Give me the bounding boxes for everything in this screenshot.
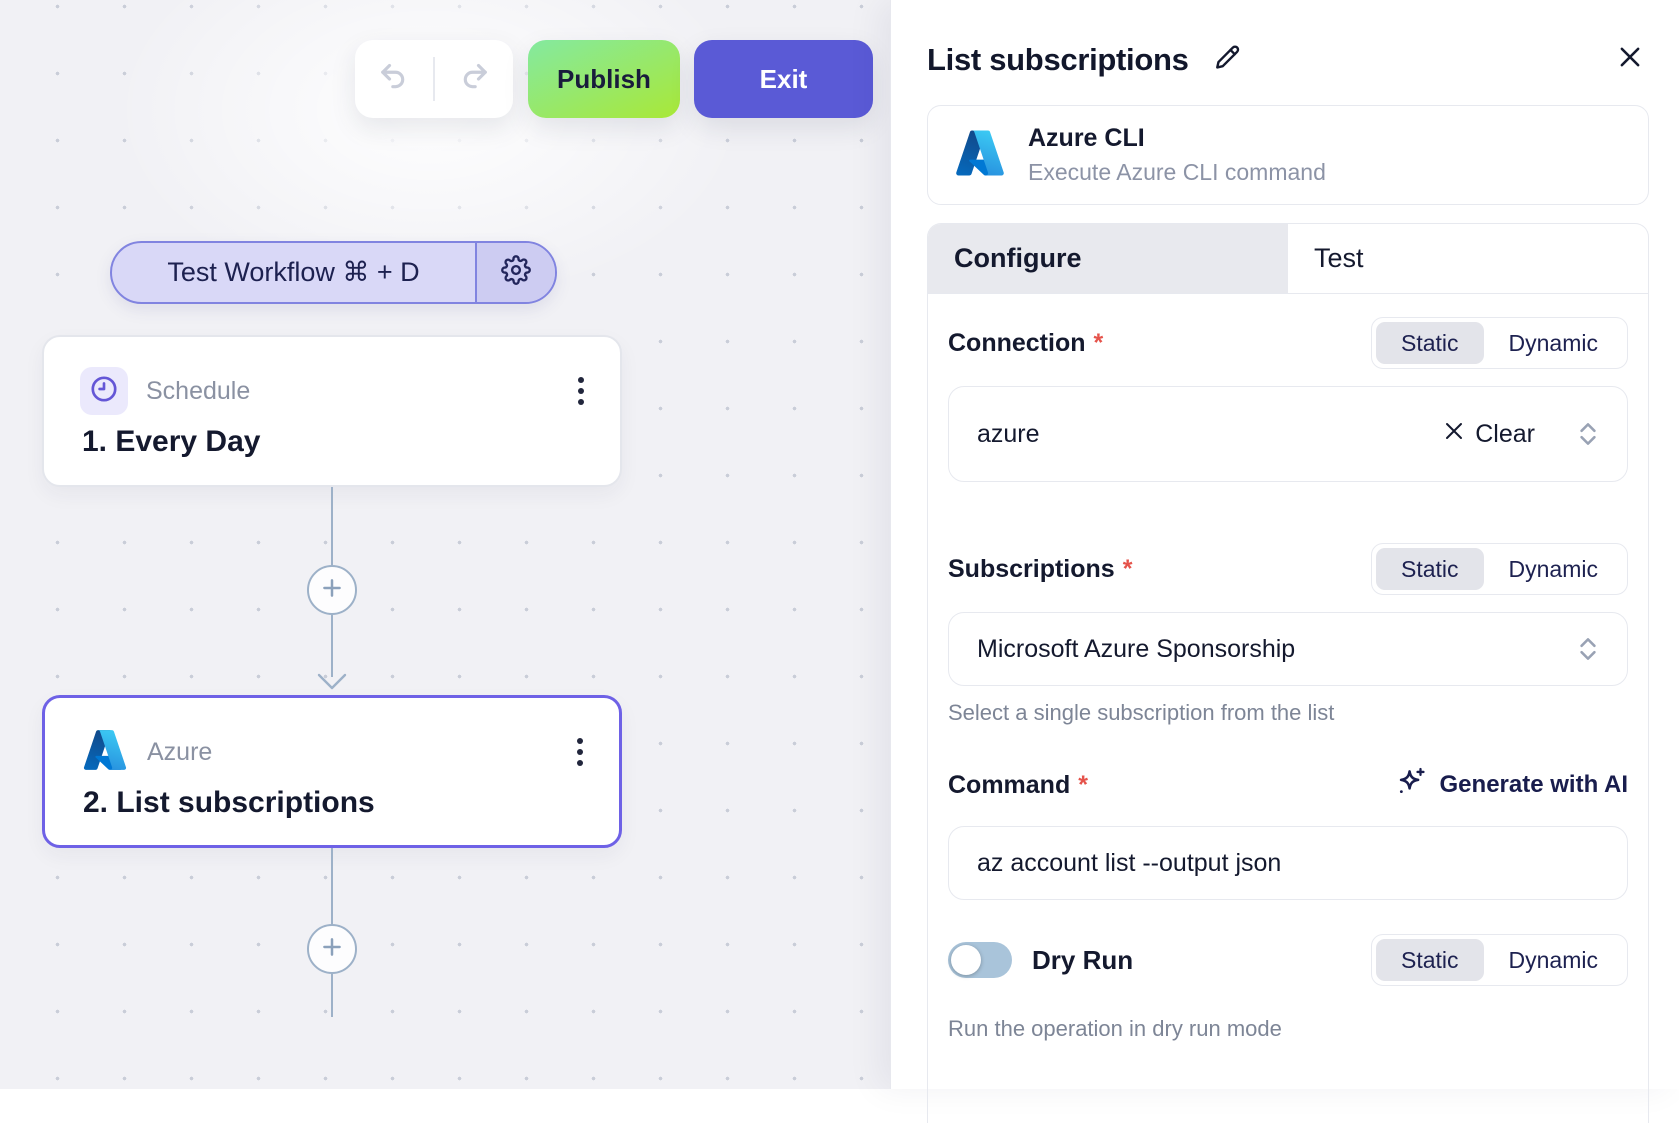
history-controls [355, 40, 513, 118]
plus-icon [319, 575, 345, 606]
configure-form: Connection* Static Dynamic azure Clear [928, 317, 1648, 1042]
app-name: Azure CLI [1028, 124, 1145, 152]
publish-button[interactable]: Publish [528, 40, 680, 118]
sparkle-icon [1394, 765, 1428, 806]
node-menu-button[interactable] [571, 732, 589, 772]
undo-button[interactable] [355, 40, 433, 118]
subscriptions-mode-toggle: Static Dynamic [1371, 543, 1628, 595]
dry-run-toggle[interactable] [948, 942, 1012, 978]
app-info-card: Azure CLI Execute Azure CLI command [927, 105, 1649, 205]
toggle-knob [951, 945, 981, 975]
subscriptions-label: Subscriptions* [948, 554, 1133, 583]
panel-header: List subscriptions [927, 38, 1649, 81]
undo-icon [376, 58, 412, 101]
command-label: Command* [948, 770, 1088, 799]
subscriptions-select[interactable]: Microsoft Azure Sponsorship [948, 612, 1628, 686]
redo-button[interactable] [435, 40, 513, 118]
required-asterisk: * [1093, 328, 1104, 357]
command-input[interactable]: az account list --output json [948, 826, 1628, 900]
close-panel-button[interactable] [1611, 38, 1649, 81]
close-icon [1615, 42, 1645, 77]
dry-run-label: Dry Run [1032, 944, 1134, 975]
chevron-up-down-icon[interactable] [1577, 419, 1599, 449]
add-step-button[interactable] [307, 565, 357, 615]
clock-icon [88, 373, 120, 410]
exit-button[interactable]: Exit [694, 40, 873, 118]
workflow-settings-button[interactable] [475, 243, 555, 302]
dry-run-static-option[interactable]: Static [1376, 939, 1484, 981]
connection-label: Connection* [948, 328, 1104, 357]
tab-bar: Configure Test [928, 224, 1648, 294]
connection-static-option[interactable]: Static [1376, 322, 1484, 364]
node-list-subscriptions[interactable]: Azure 2. List subscriptions [42, 695, 622, 848]
connector-line [331, 487, 333, 566]
dry-run-dynamic-option[interactable]: Dynamic [1508, 946, 1598, 973]
pencil-icon [1211, 41, 1243, 78]
connection-dynamic-option[interactable]: Dynamic [1508, 329, 1598, 356]
generate-with-ai-button[interactable]: Generate with AI [1394, 765, 1628, 806]
arrow-down-icon [315, 672, 349, 697]
azure-logo-icon [954, 127, 1006, 184]
connector-line [331, 615, 333, 677]
subscriptions-value: Microsoft Azure Sponsorship [977, 634, 1296, 663]
subscriptions-helper-text: Select a single subscription from the li… [948, 700, 1335, 725]
node-menu-button[interactable] [572, 371, 590, 411]
app-description: Execute Azure CLI command [1028, 159, 1326, 185]
connection-select[interactable]: azure Clear [948, 386, 1628, 482]
workflow-canvas[interactable]: Publish Exit Test Workflow ⌘ + D Schedul… [0, 0, 890, 1089]
gear-icon [501, 255, 531, 290]
node-app-name: Azure [147, 738, 213, 766]
clear-x-icon [1442, 419, 1466, 450]
test-workflow-button[interactable]: Test Workflow ⌘ + D [167, 257, 420, 287]
connector-line [331, 848, 333, 925]
connection-mode-toggle: Static Dynamic [1371, 317, 1628, 369]
clear-connection-button[interactable]: Clear [1442, 419, 1535, 450]
chevron-up-down-icon[interactable] [1577, 634, 1599, 664]
add-step-button[interactable] [307, 924, 357, 974]
panel-title: List subscriptions [927, 41, 1189, 77]
subscriptions-static-option[interactable]: Static [1376, 548, 1484, 590]
required-asterisk: * [1078, 770, 1088, 799]
node-title: 1. Every Day [82, 425, 261, 458]
subscriptions-dynamic-option[interactable]: Dynamic [1508, 555, 1598, 582]
node-title: 2. List subscriptions [83, 786, 375, 819]
azure-logo-icon [82, 727, 128, 778]
config-card: Configure Test Connection* Static Dynami… [927, 223, 1649, 1123]
azure-icon-box [81, 728, 129, 776]
connector-line [331, 974, 333, 1017]
connection-value: azure [977, 419, 1040, 448]
required-asterisk: * [1122, 554, 1133, 583]
divider [433, 57, 435, 101]
node-schedule[interactable]: Schedule 1. Every Day [42, 335, 622, 487]
redo-icon [456, 58, 492, 101]
tab-test[interactable]: Test [1314, 243, 1364, 273]
rename-step-button[interactable] [1211, 41, 1243, 78]
tab-configure[interactable]: Configure [928, 224, 1288, 293]
plus-icon [319, 934, 345, 965]
dry-run-helper-text: Run the operation in dry run mode [948, 1016, 1282, 1041]
node-app-name: Schedule [146, 377, 251, 405]
schedule-icon-box [80, 367, 128, 415]
command-value: az account list --output json [977, 848, 1282, 877]
step-config-panel: List subscriptions Azur [890, 0, 1679, 1123]
test-workflow-control: Test Workflow ⌘ + D [110, 241, 557, 304]
dry-run-mode-toggle: Static Dynamic [1371, 934, 1628, 986]
